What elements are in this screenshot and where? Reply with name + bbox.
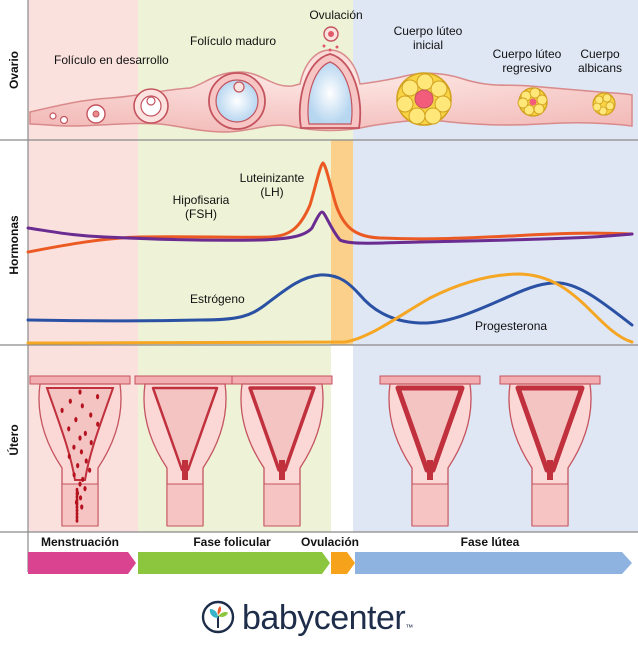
fsh-curve xyxy=(26,210,634,245)
uterus-follicular-late xyxy=(231,375,333,527)
label-fsh-2: (FSH) xyxy=(185,207,217,221)
label-regressive-2: regresivo xyxy=(502,61,552,75)
follicular-arrow xyxy=(138,552,330,574)
label-albicans-1: Cuerpo xyxy=(580,47,620,61)
ovulation-bg xyxy=(331,140,353,345)
phase-label-menstruation: Menstruación xyxy=(41,535,119,549)
label-lh-2: (LH) xyxy=(260,185,283,199)
uterus-menstrual xyxy=(29,375,131,527)
sprout-icon xyxy=(201,600,235,634)
corpus-luteum-early xyxy=(396,72,452,126)
ovary-side-label: Ovario xyxy=(7,51,21,89)
logo-wordmark: babycenter xyxy=(242,598,406,637)
uterus-side-label: Útero xyxy=(6,424,21,455)
trademark: ™ xyxy=(405,623,414,632)
ovum-released xyxy=(322,26,339,52)
label-progesterone: Progesterona xyxy=(475,319,547,333)
section-dividers xyxy=(0,0,638,572)
progesterone-curve xyxy=(26,272,634,345)
label-lh-1: Luteinizante xyxy=(240,171,305,185)
estrogen-curve xyxy=(26,273,634,327)
hormones-section: Luteinizante (LH) Hipofisaria (FSH) Estr… xyxy=(26,161,634,345)
corpus-albicans xyxy=(592,92,616,116)
follicle-tiny-1 xyxy=(49,112,57,120)
uterus-luteal-early xyxy=(379,375,481,527)
ovulation-arrow xyxy=(331,552,355,574)
phase-label-luteal: Fase lútea xyxy=(461,535,520,549)
label-regressive-1: Cuerpo lúteo xyxy=(493,47,562,61)
uterus-follicular-early xyxy=(134,375,236,527)
lh-curve xyxy=(26,161,634,254)
ovary-section: Folículo en desarrollo Folículo maduro O… xyxy=(29,8,633,133)
label-developing-follicle: Folículo en desarrollo xyxy=(54,53,169,67)
hormones-side-label: Hormonas xyxy=(7,215,21,275)
uterus-luteal-late xyxy=(499,375,601,527)
label-fsh-1: Hipofisaria xyxy=(173,193,230,207)
corpus-luteum-regressive xyxy=(517,87,548,117)
label-corpus-luteum-1: Cuerpo lúteo xyxy=(394,24,463,38)
label-albicans-2: albicans xyxy=(578,61,622,75)
phase-label-ovulation: Ovulación xyxy=(301,535,359,549)
phase-label-follicular: Fase folicular xyxy=(193,535,271,549)
babycenter-logo: babycenter ™ xyxy=(200,596,413,640)
luteal-arrow xyxy=(355,552,632,574)
menstruation-arrow xyxy=(28,552,136,574)
label-corpus-luteum-2: inicial xyxy=(413,38,443,52)
label-mature-follicle: Folículo maduro xyxy=(190,34,276,48)
phase-bar: Menstruación Fase folicular Ovulación Fa… xyxy=(28,535,632,574)
label-estrogen: Estrógeno xyxy=(190,292,245,306)
label-ovulation-event: Ovulación xyxy=(309,8,362,22)
uterus-section xyxy=(29,375,601,527)
follicle-tiny-2 xyxy=(59,115,69,125)
